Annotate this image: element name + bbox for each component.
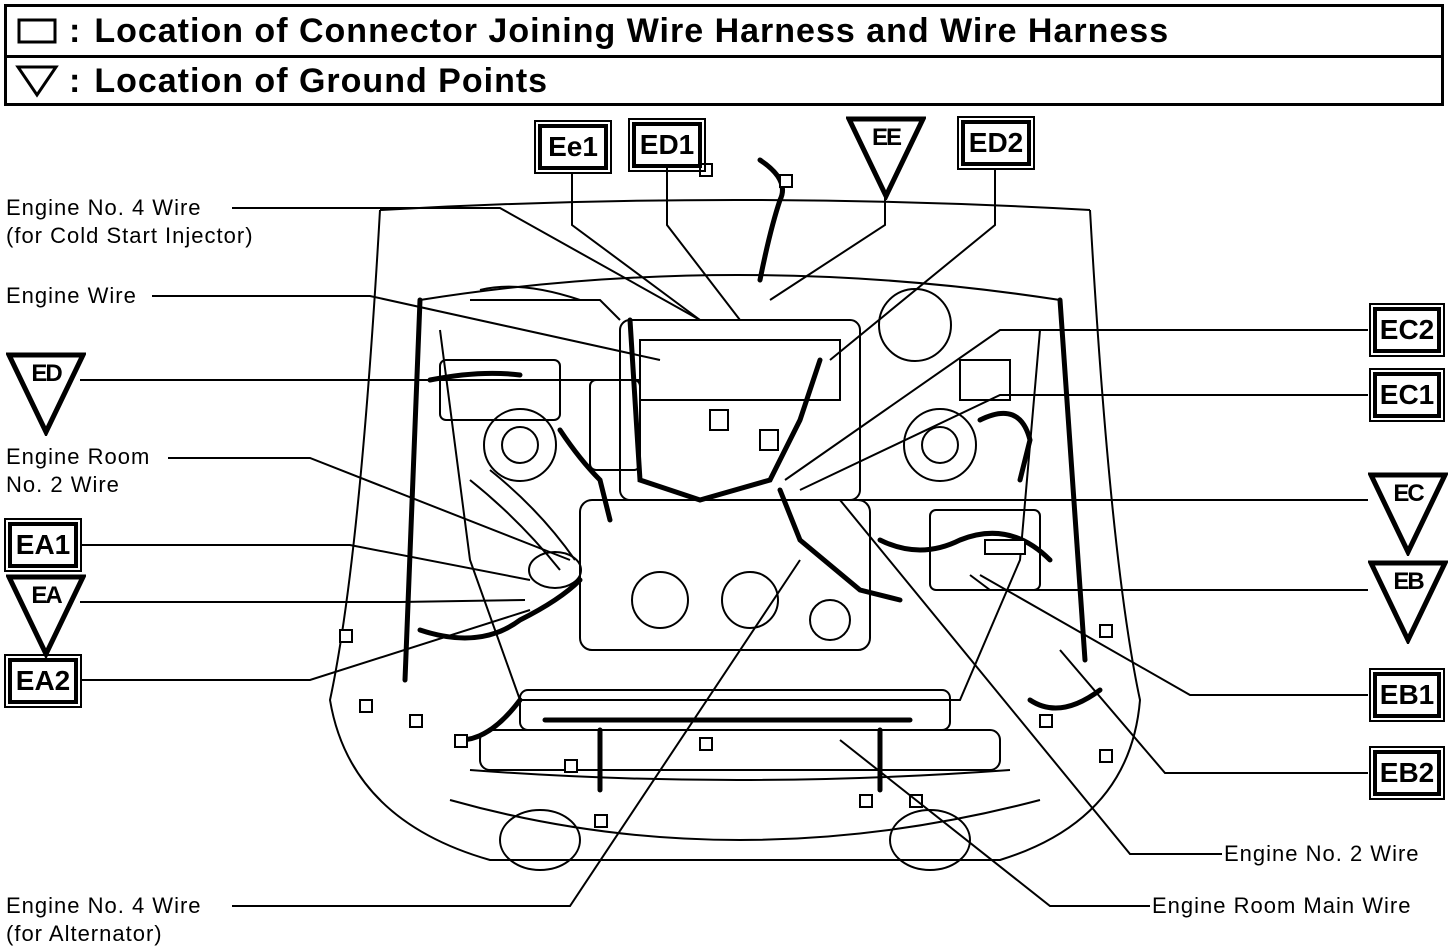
legend-box: : Location of Connector Joining Wire Har…	[4, 4, 1444, 106]
callout-engine-no4-alt-line2: (for Alternator)	[6, 921, 163, 946]
ground-point-ed: ED	[6, 352, 86, 436]
callout-engine-no4-cold-line2: (for Cold Start Injector)	[6, 223, 254, 248]
leader-engine-room-main	[839, 739, 1150, 907]
leader-ea	[80, 599, 526, 603]
ground-point-ee: EE	[846, 116, 926, 200]
leader-eb	[969, 574, 1368, 591]
engine-block	[619, 319, 861, 501]
ground-point-ea-label: EA	[31, 582, 62, 609]
leader-engine-wire	[152, 295, 661, 361]
callout-engine-no4-cold-line1: Engine No. 4 Wire	[6, 195, 202, 220]
ground-point-ec: EC	[1368, 472, 1448, 556]
legend-colon-2: :	[69, 61, 81, 100]
callout-engine-no4-cold-start: Engine No. 4 Wire (for Cold Start Inject…	[6, 194, 254, 250]
callout-engine-no2-wire: Engine No. 2 Wire	[1224, 841, 1420, 866]
leader-ea1	[80, 544, 531, 581]
leader-engine-room-no2	[168, 457, 571, 561]
connector-ea1: EA1	[4, 518, 82, 572]
ground-point-eb-label: EB	[1393, 568, 1424, 595]
callout-engine-room-no2-line1: Engine Room	[6, 444, 151, 469]
ground-point-ea: EA	[6, 574, 86, 658]
ground-point-ed-label: ED	[31, 360, 62, 387]
radiator-support	[519, 689, 951, 731]
connector-ec1: EC1	[1369, 368, 1445, 422]
legend-colon-1: :	[69, 11, 81, 50]
leader-eb1	[979, 574, 1368, 696]
connector-ec2: EC2	[1369, 303, 1445, 357]
connector-eb2: EB2	[1369, 746, 1445, 800]
connector-ee1: Ee1	[534, 120, 612, 174]
callout-engine-wire: Engine Wire	[6, 283, 137, 308]
leader-ed1	[666, 168, 741, 321]
callout-engine-no4-alt-line1: Engine No. 4 Wire	[6, 893, 202, 918]
connector-square-icon	[7, 18, 67, 44]
leader-eb2	[1059, 649, 1368, 774]
leader-engine-no2	[839, 499, 1222, 855]
leader-ec2	[784, 329, 1368, 481]
callout-engine-room-main-wire: Engine Room Main Wire	[1152, 893, 1412, 918]
legend-ground-text: Location of Ground Points	[94, 61, 549, 100]
ground-point-ee-label: EE	[871, 124, 902, 151]
left-strut-tower	[483, 408, 557, 482]
connector-eb1: EB1	[1369, 668, 1445, 722]
leader-engine-no4-cold	[232, 207, 701, 321]
leader-ec1	[799, 394, 1368, 491]
ground-point-eb: EB	[1368, 560, 1448, 644]
hood-outline	[328, 209, 1142, 861]
connector-ed2: ED2	[957, 116, 1035, 170]
leader-engine-no4-alt	[232, 559, 801, 907]
right-strut-tower	[903, 408, 977, 482]
legend-connector-text: Location of Connector Joining Wire Harne…	[94, 11, 1170, 50]
callout-engine-no4-alternator: Engine No. 4 Wire (for Alternator)	[6, 892, 202, 948]
ground-point-ec-label: EC	[1393, 480, 1424, 507]
callout-engine-room-no2-line2: No. 2 Wire	[6, 472, 120, 497]
ground-triangle-icon	[7, 64, 67, 98]
connector-ed1: ED1	[628, 118, 706, 172]
leader-ea2	[80, 609, 531, 681]
leader-ed2	[829, 170, 996, 361]
legend-row-ground: : Location of Ground Points	[7, 57, 1441, 105]
connector-ea2: EA2	[4, 654, 82, 708]
callout-engine-room-no2: Engine Room No. 2 Wire	[6, 443, 150, 499]
leader-ee1	[571, 172, 701, 321]
legend-row-connector: : Location of Connector Joining Wire Har…	[7, 7, 1441, 58]
